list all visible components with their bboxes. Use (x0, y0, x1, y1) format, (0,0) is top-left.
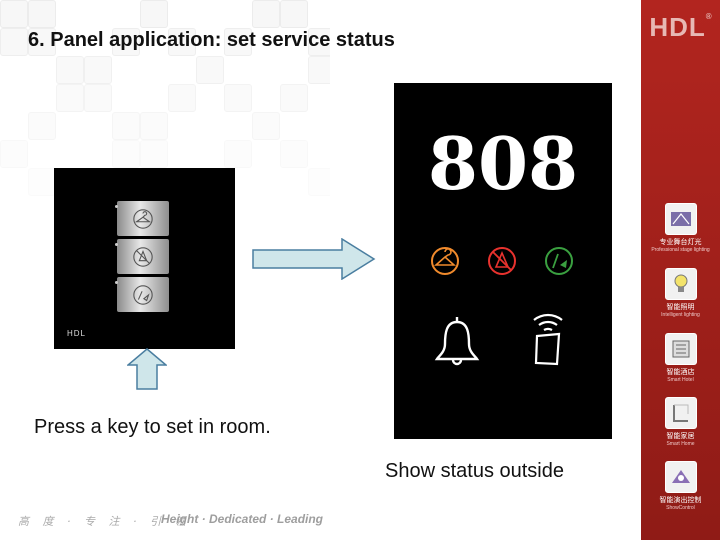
hotel-icon (672, 340, 689, 358)
no-disturb-icon (133, 246, 153, 267)
show-control-icon (671, 470, 690, 483)
hanger-icon (431, 247, 459, 275)
service-key-laundry[interactable] (115, 201, 169, 236)
card-wireless-icon (533, 313, 563, 366)
sidebar-item-stage-lighting[interactable]: 专业舞台灯光 Professional stage lighting (645, 203, 716, 254)
hanger-icon (133, 208, 153, 229)
service-key-clean[interactable] (115, 277, 169, 312)
doorplate-panel: 808 (394, 83, 612, 439)
sidebar-item-smart-hotel[interactable]: 智能酒店 Smart Hotel (645, 333, 716, 384)
stage-lighting-icon (670, 212, 691, 226)
up-arrow-icon (127, 348, 167, 390)
sidebar-item-smart-home[interactable]: 智能家居 Smart Home (645, 397, 716, 448)
caption-press-key: Press a key to set in room. (34, 416, 271, 438)
panel-brand: HDL (67, 329, 87, 338)
caption-show-status: Show status outside (385, 460, 564, 482)
cleaning-icon (545, 247, 573, 275)
bell-icon (434, 317, 480, 366)
status-icons (431, 247, 573, 275)
footer-slogan-cn: 高 度 · 专 注 · 引 领 (18, 515, 191, 528)
wall-switch-panel: HDL (54, 168, 235, 349)
service-key-dnd[interactable] (115, 239, 169, 274)
sidebar-item-show-control[interactable]: 智能演出控制 ShowControl (645, 461, 716, 512)
right-arrow-icon (252, 238, 376, 280)
slide-title: 6. Panel application: set service status (28, 29, 395, 51)
cleaning-icon (133, 284, 153, 305)
room-number: 808 (427, 121, 579, 206)
home-icon (672, 404, 688, 422)
no-disturb-icon (488, 247, 516, 275)
hdl-logo: HDL® (649, 12, 713, 42)
bulb-icon (674, 274, 687, 292)
footer-slogan-en: Height · Dedicated · Leading (161, 512, 324, 526)
sidebar-item-intelligent-lighting[interactable]: 智能照明 Intelligent lighting (645, 268, 716, 319)
